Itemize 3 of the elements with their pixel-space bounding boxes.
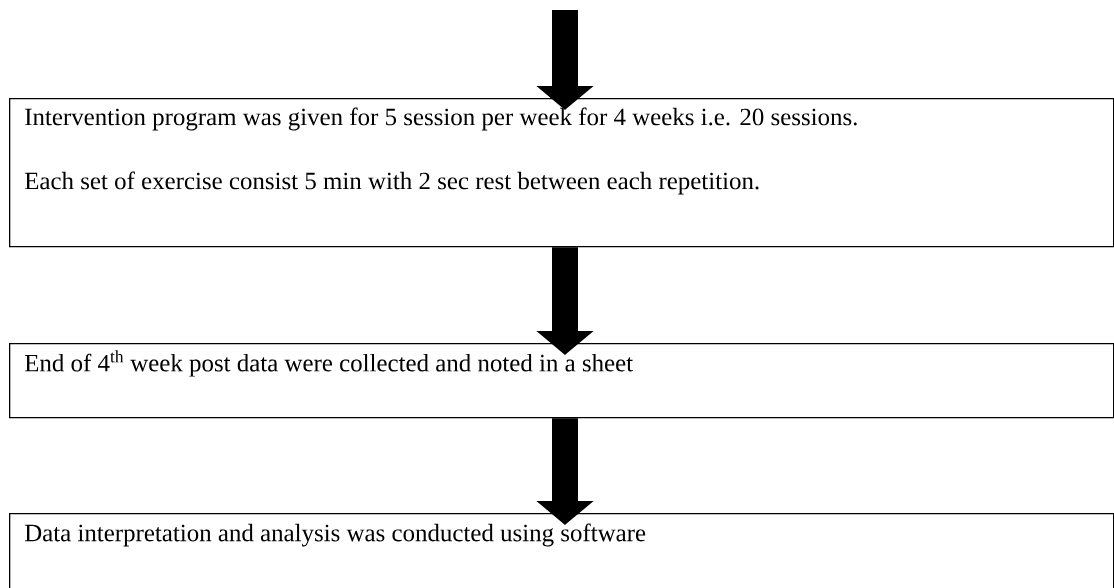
process-box: Data interpretation and analysis was conducted using software [9, 513, 1114, 588]
process-box: End of 4$^{th}$ week post data were collected and noted in a sheet [9, 343, 1114, 419]
process-box: Intervention program was given for 5 session per week for 4 weeks i.e. 20 sessions. Each set of exercise consist 5 min with 2 sec rest between each repetition. [9, 98, 1114, 248]
